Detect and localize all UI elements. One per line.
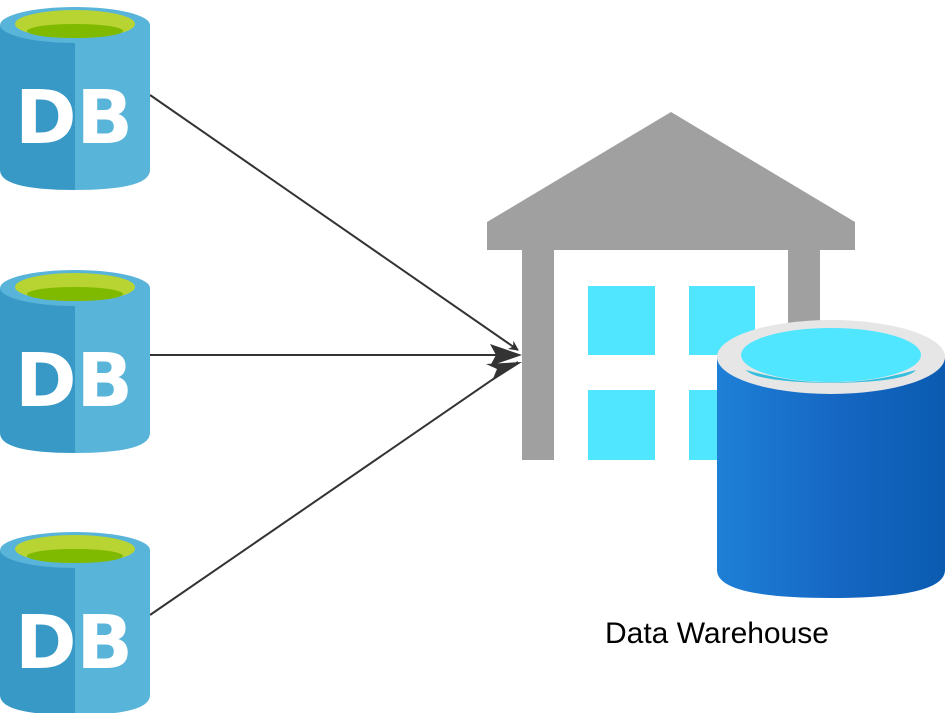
database-icon-2: DB [0, 270, 150, 453]
data-warehouse-label: Data Warehouse [605, 617, 829, 650]
connectors [149, 94, 522, 616]
database-icon-3: DB [0, 532, 150, 713]
warehouse-roof [487, 112, 855, 250]
warehouse-window [689, 390, 719, 460]
database-label: DB [15, 600, 133, 686]
database-label: DB [15, 75, 133, 161]
database-icon-1: DB [0, 7, 150, 190]
arrowhead-1 [490, 344, 522, 366]
warehouse-pillar-left [522, 250, 554, 460]
storage-cylinder-icon [717, 320, 945, 598]
connector-arrow-3 [149, 361, 519, 616]
warehouse-window [588, 390, 655, 460]
arrowhead-2 [486, 362, 522, 381]
warehouse-window [588, 286, 655, 355]
database-label: DB [15, 338, 133, 424]
connector-arrow-1 [149, 94, 519, 351]
warehouse-icon [487, 112, 855, 460]
